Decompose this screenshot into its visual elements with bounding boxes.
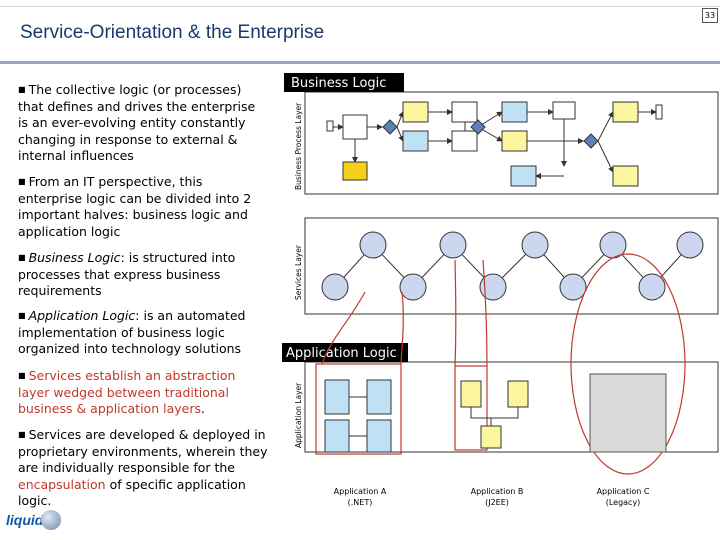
- application-logic-label: Application Logic: [286, 346, 397, 361]
- service-circle: [479, 273, 507, 301]
- application-layer-frame: [304, 361, 719, 453]
- process-step-box: [342, 114, 368, 140]
- business-process-layer-label: Business Process Layer: [294, 102, 303, 190]
- services-connector-line: [334, 244, 691, 288]
- encapsulation-line: [454, 259, 457, 367]
- app-a-component: [324, 379, 350, 415]
- process-task-white: [451, 101, 478, 123]
- service-circle: [676, 231, 704, 259]
- bullet-application-logic: ■Application Logic: is an automated impl…: [18, 308, 246, 356]
- app-b-link: [470, 407, 492, 426]
- process-task-blue: [510, 165, 537, 187]
- application-logic-label-bg: [282, 343, 408, 362]
- service-circle: [521, 231, 549, 259]
- top-bar: [0, 0, 720, 7]
- encapsulation-outline-app-b: [454, 365, 488, 451]
- app-a-component: [366, 379, 392, 415]
- business-logic-label: Business Logic: [291, 76, 386, 91]
- encapsulation-line: [400, 291, 404, 365]
- process-task-blue: [402, 130, 429, 152]
- business-process-layer-frame: [304, 91, 719, 195]
- app-c-tech: (Legacy): [606, 498, 641, 507]
- bullet-square-icon: ■: [18, 85, 26, 94]
- app-c-legacy-system: [589, 373, 667, 453]
- application-layer-label: Application Layer: [294, 382, 303, 448]
- page-title: Service-Orientation & the Enterprise: [20, 22, 325, 43]
- process-task-white: [552, 101, 576, 120]
- process-task-yellow: [501, 130, 528, 152]
- bullet-business-logic: ■Business Logic: is structured into proc…: [18, 250, 236, 298]
- app-a-name: Application A: [334, 487, 387, 496]
- process-gateway-diamond: [382, 119, 398, 135]
- title-divider: [0, 61, 720, 64]
- bullet-services-abstraction: ■Services establish an abstraction layer…: [18, 368, 236, 416]
- bullet-it-perspective: ■From an IT perspective, this enterprise…: [18, 174, 252, 239]
- app-b-component: [460, 380, 482, 408]
- business-logic-label-bg: [284, 73, 404, 92]
- bullet-square-icon: ■: [18, 177, 26, 186]
- app-a-tech: (.NET): [348, 498, 373, 507]
- process-end-node: [655, 104, 663, 120]
- process-gateway-diamond: [470, 119, 486, 135]
- service-circle: [638, 273, 666, 301]
- service-circle: [321, 273, 349, 301]
- process-gateway-diamond: [583, 133, 599, 149]
- logo-globe-icon: [41, 510, 62, 530]
- process-step-box-highlight: [342, 161, 368, 181]
- encapsulation-outline-app-c: [570, 253, 686, 475]
- service-circle: [439, 231, 467, 259]
- bullet-square-icon: ■: [18, 311, 26, 320]
- process-task-yellow: [612, 101, 639, 123]
- page-number: 33: [702, 8, 718, 23]
- app-b-component: [480, 425, 502, 449]
- app-b-component: [507, 380, 529, 408]
- app-a-component: [366, 419, 392, 453]
- service-circle: [399, 273, 427, 301]
- process-start-node: [326, 120, 334, 132]
- process-task-white: [451, 130, 478, 152]
- services-layer-label: Services Layer: [294, 244, 303, 300]
- bullet-square-icon: ■: [18, 371, 26, 380]
- encapsulation-line: [321, 291, 366, 365]
- app-b-name: Application B: [471, 487, 524, 496]
- app-a-component: [324, 419, 350, 453]
- app-c-name: Application C: [597, 487, 650, 496]
- encapsulation-line: [482, 259, 488, 367]
- company-logo: liquid: [6, 510, 62, 530]
- service-circle: [359, 231, 387, 259]
- bullet-square-icon: ■: [18, 253, 26, 262]
- app-b-tech: (J2EE): [485, 498, 509, 507]
- process-task-yellow: [612, 165, 639, 187]
- encapsulation-outline-app-a: [315, 363, 402, 455]
- bullet-services-deployed: ■Services are developed & deployed in pr…: [18, 427, 268, 508]
- process-task-yellow: [402, 101, 429, 123]
- service-circle: [559, 273, 587, 301]
- process-task-blue: [501, 101, 528, 123]
- bullet-square-icon: ■: [18, 430, 26, 439]
- app-b-link: [491, 407, 519, 419]
- services-layer-frame: [304, 217, 719, 315]
- bullet-collective-logic: ■The collective logic (or processes) tha…: [18, 82, 256, 163]
- process-flow-connectors: [332, 109, 657, 173]
